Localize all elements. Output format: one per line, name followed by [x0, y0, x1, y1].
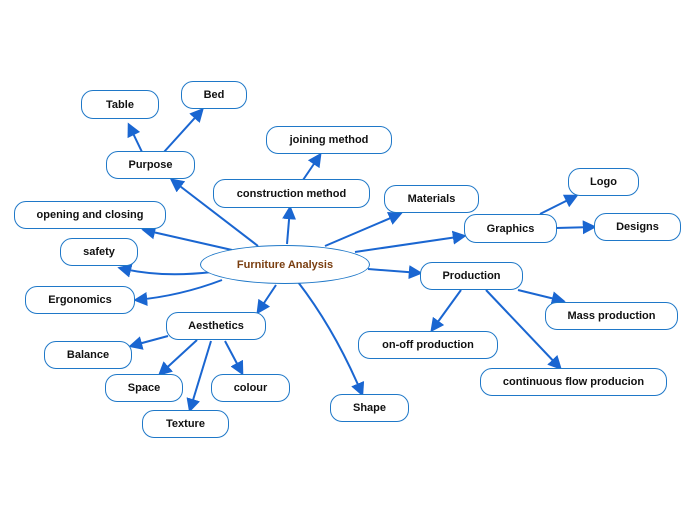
node-ergonomics[interactable]: Ergonomics	[25, 286, 135, 314]
node-mass-production-label: Mass production	[567, 310, 656, 322]
edge-graphics-designs	[555, 220, 597, 235]
node-shape[interactable]: Shape	[330, 394, 409, 422]
node-materials[interactable]: Materials	[384, 185, 479, 213]
edge-center-shape	[297, 281, 365, 397]
node-construction-method[interactable]: construction method	[213, 179, 370, 208]
node-safety[interactable]: safety	[60, 238, 138, 266]
edge-center-aesthetics	[256, 284, 277, 315]
node-graphics-label: Graphics	[486, 222, 535, 235]
node-table[interactable]: Table	[81, 90, 159, 119]
node-continuous-flow-production-label: continuous flow producion	[502, 376, 645, 388]
node-on-off-production[interactable]: on-off production	[358, 331, 498, 359]
edge-center-graphics	[354, 230, 467, 253]
node-graphics[interactable]: Graphics	[464, 214, 557, 243]
node-ergonomics-label: Ergonomics	[48, 294, 112, 306]
node-production-label: Production	[442, 270, 501, 282]
node-logo[interactable]: Logo	[568, 168, 639, 196]
node-balance-label: Balance	[66, 349, 110, 361]
node-bed-label: Bed	[203, 89, 225, 101]
node-space[interactable]: Space	[105, 374, 183, 402]
central-topic-node[interactable]: Furniture Analysis	[200, 245, 370, 284]
node-opening-and-closing[interactable]: opening and closing	[14, 201, 166, 229]
edge-aesthetics-balance	[128, 335, 169, 350]
node-on-off-production-label: on-off production	[382, 339, 474, 351]
node-joining-method[interactable]: joining method	[266, 126, 392, 154]
node-texture[interactable]: Texture	[142, 410, 229, 438]
node-designs-label: Designs	[616, 221, 659, 233]
node-bed[interactable]: Bed	[181, 81, 247, 109]
edge-graphics-logo	[539, 194, 579, 215]
node-texture-label: Texture	[166, 418, 205, 430]
edge-center-safety	[117, 263, 213, 278]
node-mass-production[interactable]: Mass production	[545, 302, 678, 330]
node-space-label: Space	[127, 382, 161, 394]
node-shape-label: Shape	[352, 402, 386, 414]
node-purpose[interactable]: Purpose	[106, 151, 195, 179]
edge-center-ergonomics	[133, 279, 223, 306]
node-aesthetics[interactable]: Aesthetics	[166, 312, 266, 340]
edge-production-continuous	[485, 289, 562, 371]
edge-center-purpose	[169, 178, 259, 247]
node-table-label: Table	[106, 98, 134, 111]
central-topic-label: Furniture Analysis	[236, 258, 334, 271]
node-materials-label: Materials	[407, 193, 456, 205]
edge-center-opening	[141, 225, 233, 251]
edge-aesthetics-space	[157, 339, 198, 376]
node-purpose-label: Purpose	[128, 159, 173, 171]
node-joining-method-label: joining method	[289, 134, 369, 146]
node-opening-and-closing-label: opening and closing	[36, 209, 144, 221]
edge-construction-joining	[302, 152, 322, 181]
node-balance[interactable]: Balance	[44, 341, 132, 369]
node-colour[interactable]: colour	[211, 374, 290, 402]
edge-production-mass	[517, 289, 566, 306]
node-safety-label: safety	[83, 246, 115, 258]
edge-center-construction	[282, 205, 297, 245]
edge-center-production	[367, 265, 423, 280]
edge-aesthetics-texture	[186, 340, 212, 413]
node-colour-label: colour	[233, 382, 268, 394]
edge-purpose-bed	[163, 107, 204, 153]
edge-center-materials	[324, 211, 403, 247]
edge-purpose-table	[127, 122, 143, 153]
node-aesthetics-label: Aesthetics	[188, 320, 244, 332]
node-construction-method-label: construction method	[236, 187, 347, 200]
node-logo-label: Logo	[590, 176, 617, 188]
node-production[interactable]: Production	[420, 262, 523, 290]
edge-production-onoff	[430, 289, 462, 333]
edge-aesthetics-colour	[224, 340, 244, 376]
node-designs[interactable]: Designs	[594, 213, 681, 241]
node-continuous-flow-production[interactable]: continuous flow producion	[480, 368, 667, 396]
